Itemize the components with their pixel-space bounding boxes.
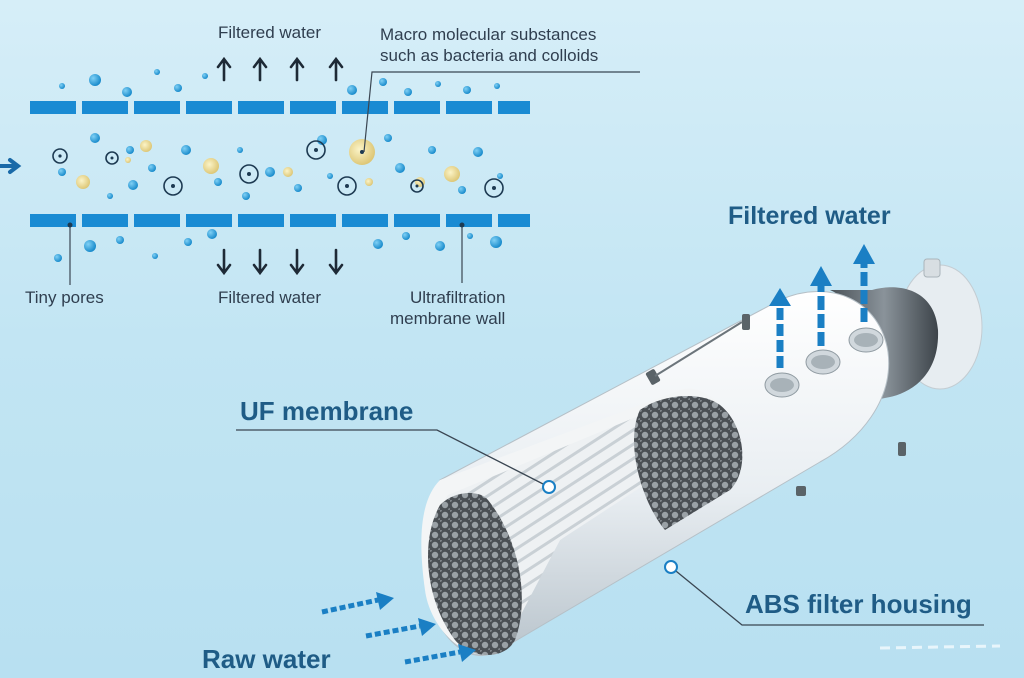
uf-wall-label-line1: Ultrafiltration bbox=[410, 288, 506, 307]
lower-membrane-wall bbox=[30, 214, 530, 227]
raw-water-label: Raw water bbox=[202, 644, 331, 674]
leader-markers bbox=[542, 480, 678, 574]
fiber-mesh-back bbox=[634, 395, 743, 530]
filtered-water-top-label: Filtered water bbox=[218, 23, 321, 42]
raw-water-arrow-icon bbox=[321, 597, 461, 665]
membrane-cross-section bbox=[0, 56, 640, 285]
tiny-pores-label: Tiny pores bbox=[25, 288, 104, 307]
filtered-water-arrowhead-icon bbox=[769, 244, 875, 306]
bacteria-particle-icon bbox=[52, 140, 504, 198]
uf-wall-label-line2: membrane wall bbox=[390, 309, 506, 328]
raw-water-arrowhead-icon bbox=[376, 592, 476, 662]
filtered-water-module-label: Filtered water bbox=[728, 202, 891, 230]
filtered-water-bottom-label: Filtered water bbox=[218, 288, 321, 307]
water-drop-icon bbox=[54, 69, 503, 262]
filtered-water-arrow-icon bbox=[776, 262, 868, 368]
upper-membrane-wall bbox=[30, 101, 530, 114]
down-arrow-icon bbox=[216, 248, 344, 276]
macro-particle-icon bbox=[76, 139, 460, 189]
uf-module bbox=[236, 244, 1001, 665]
right-arrow-icon bbox=[0, 158, 22, 174]
up-arrow-icon bbox=[216, 56, 344, 82]
abs-filter-housing-label: ABS filter housing bbox=[745, 589, 972, 619]
macro-substances-label-line1: Macro molecular substances bbox=[380, 25, 597, 44]
leader-dots-top bbox=[67, 222, 465, 228]
outlet-ports bbox=[764, 327, 884, 398]
fiber-mesh-front bbox=[428, 493, 522, 655]
macro-substances-label-line2: such as bacteria and colloids bbox=[380, 46, 599, 65]
floor-shadow bbox=[879, 644, 1001, 650]
leader-lines-module bbox=[236, 429, 984, 626]
uf-membrane-label: UF membrane bbox=[240, 396, 414, 426]
leader-lines-top bbox=[69, 71, 640, 285]
bacteria-core bbox=[58, 148, 496, 190]
outlet-nozzle bbox=[923, 258, 941, 278]
housing-fittings bbox=[645, 314, 906, 496]
